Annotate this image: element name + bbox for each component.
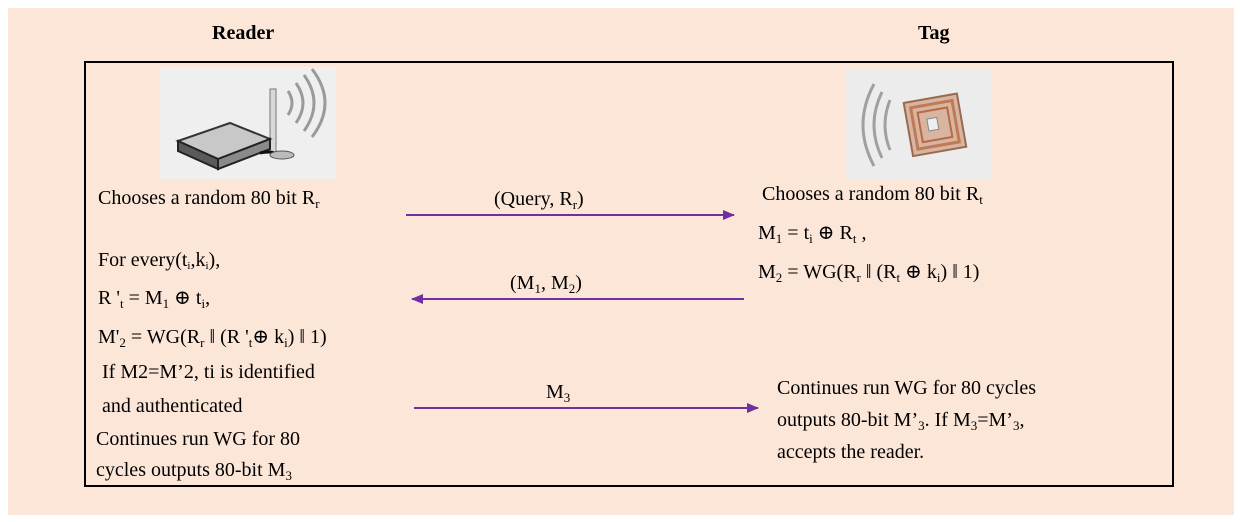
tag-continue-line2: outputs 80-bit M’3. If M3=M’3, [777, 409, 1025, 433]
reader-identify-line2: and authenticated [102, 395, 243, 417]
tag-m1-eq: M1 = ti ⊕ Rt , [758, 222, 867, 246]
protocol-frame [84, 61, 1174, 487]
reader-identify-line1: If M2=M’2, ti is identified [102, 361, 315, 383]
rfid-reader-icon [160, 67, 336, 179]
tag-step-choose: Chooses a random 80 bit Rt [762, 183, 983, 207]
reader-continue-line2: cycles outputs 80-bit M3 [96, 459, 292, 483]
tag-continue-line1: Continues run WG for 80 cycles [777, 377, 1037, 399]
reader-step-choose: Chooses a random 80 bit Rr [98, 187, 320, 211]
reader-r-prime-eq: R 't = M1 ⊕ ti, [98, 287, 211, 311]
reader-continue-line1: Continues run WG for 80 [96, 428, 301, 450]
tag-m2-eq: M2 = WG(Rr ‖ (Rt ⊕ ki) ‖ 1) [758, 261, 980, 285]
reader-m2-prime-eq: M'2 = WG(Rr ‖ (R 't⊕ ki) ‖ 1) [98, 326, 327, 350]
tag-continue-line3: accepts the reader. [777, 441, 925, 463]
reader-for-every: For every(ti,ki), [98, 249, 221, 272]
reader-header: Reader [212, 22, 275, 44]
query-label: (Query, Rr) [494, 188, 584, 212]
m1-m2-label: (M1, M2) [510, 272, 582, 296]
tag-header: Tag [918, 22, 950, 44]
rfid-tag-icon [846, 70, 992, 180]
m3-label: M3 [546, 381, 571, 405]
